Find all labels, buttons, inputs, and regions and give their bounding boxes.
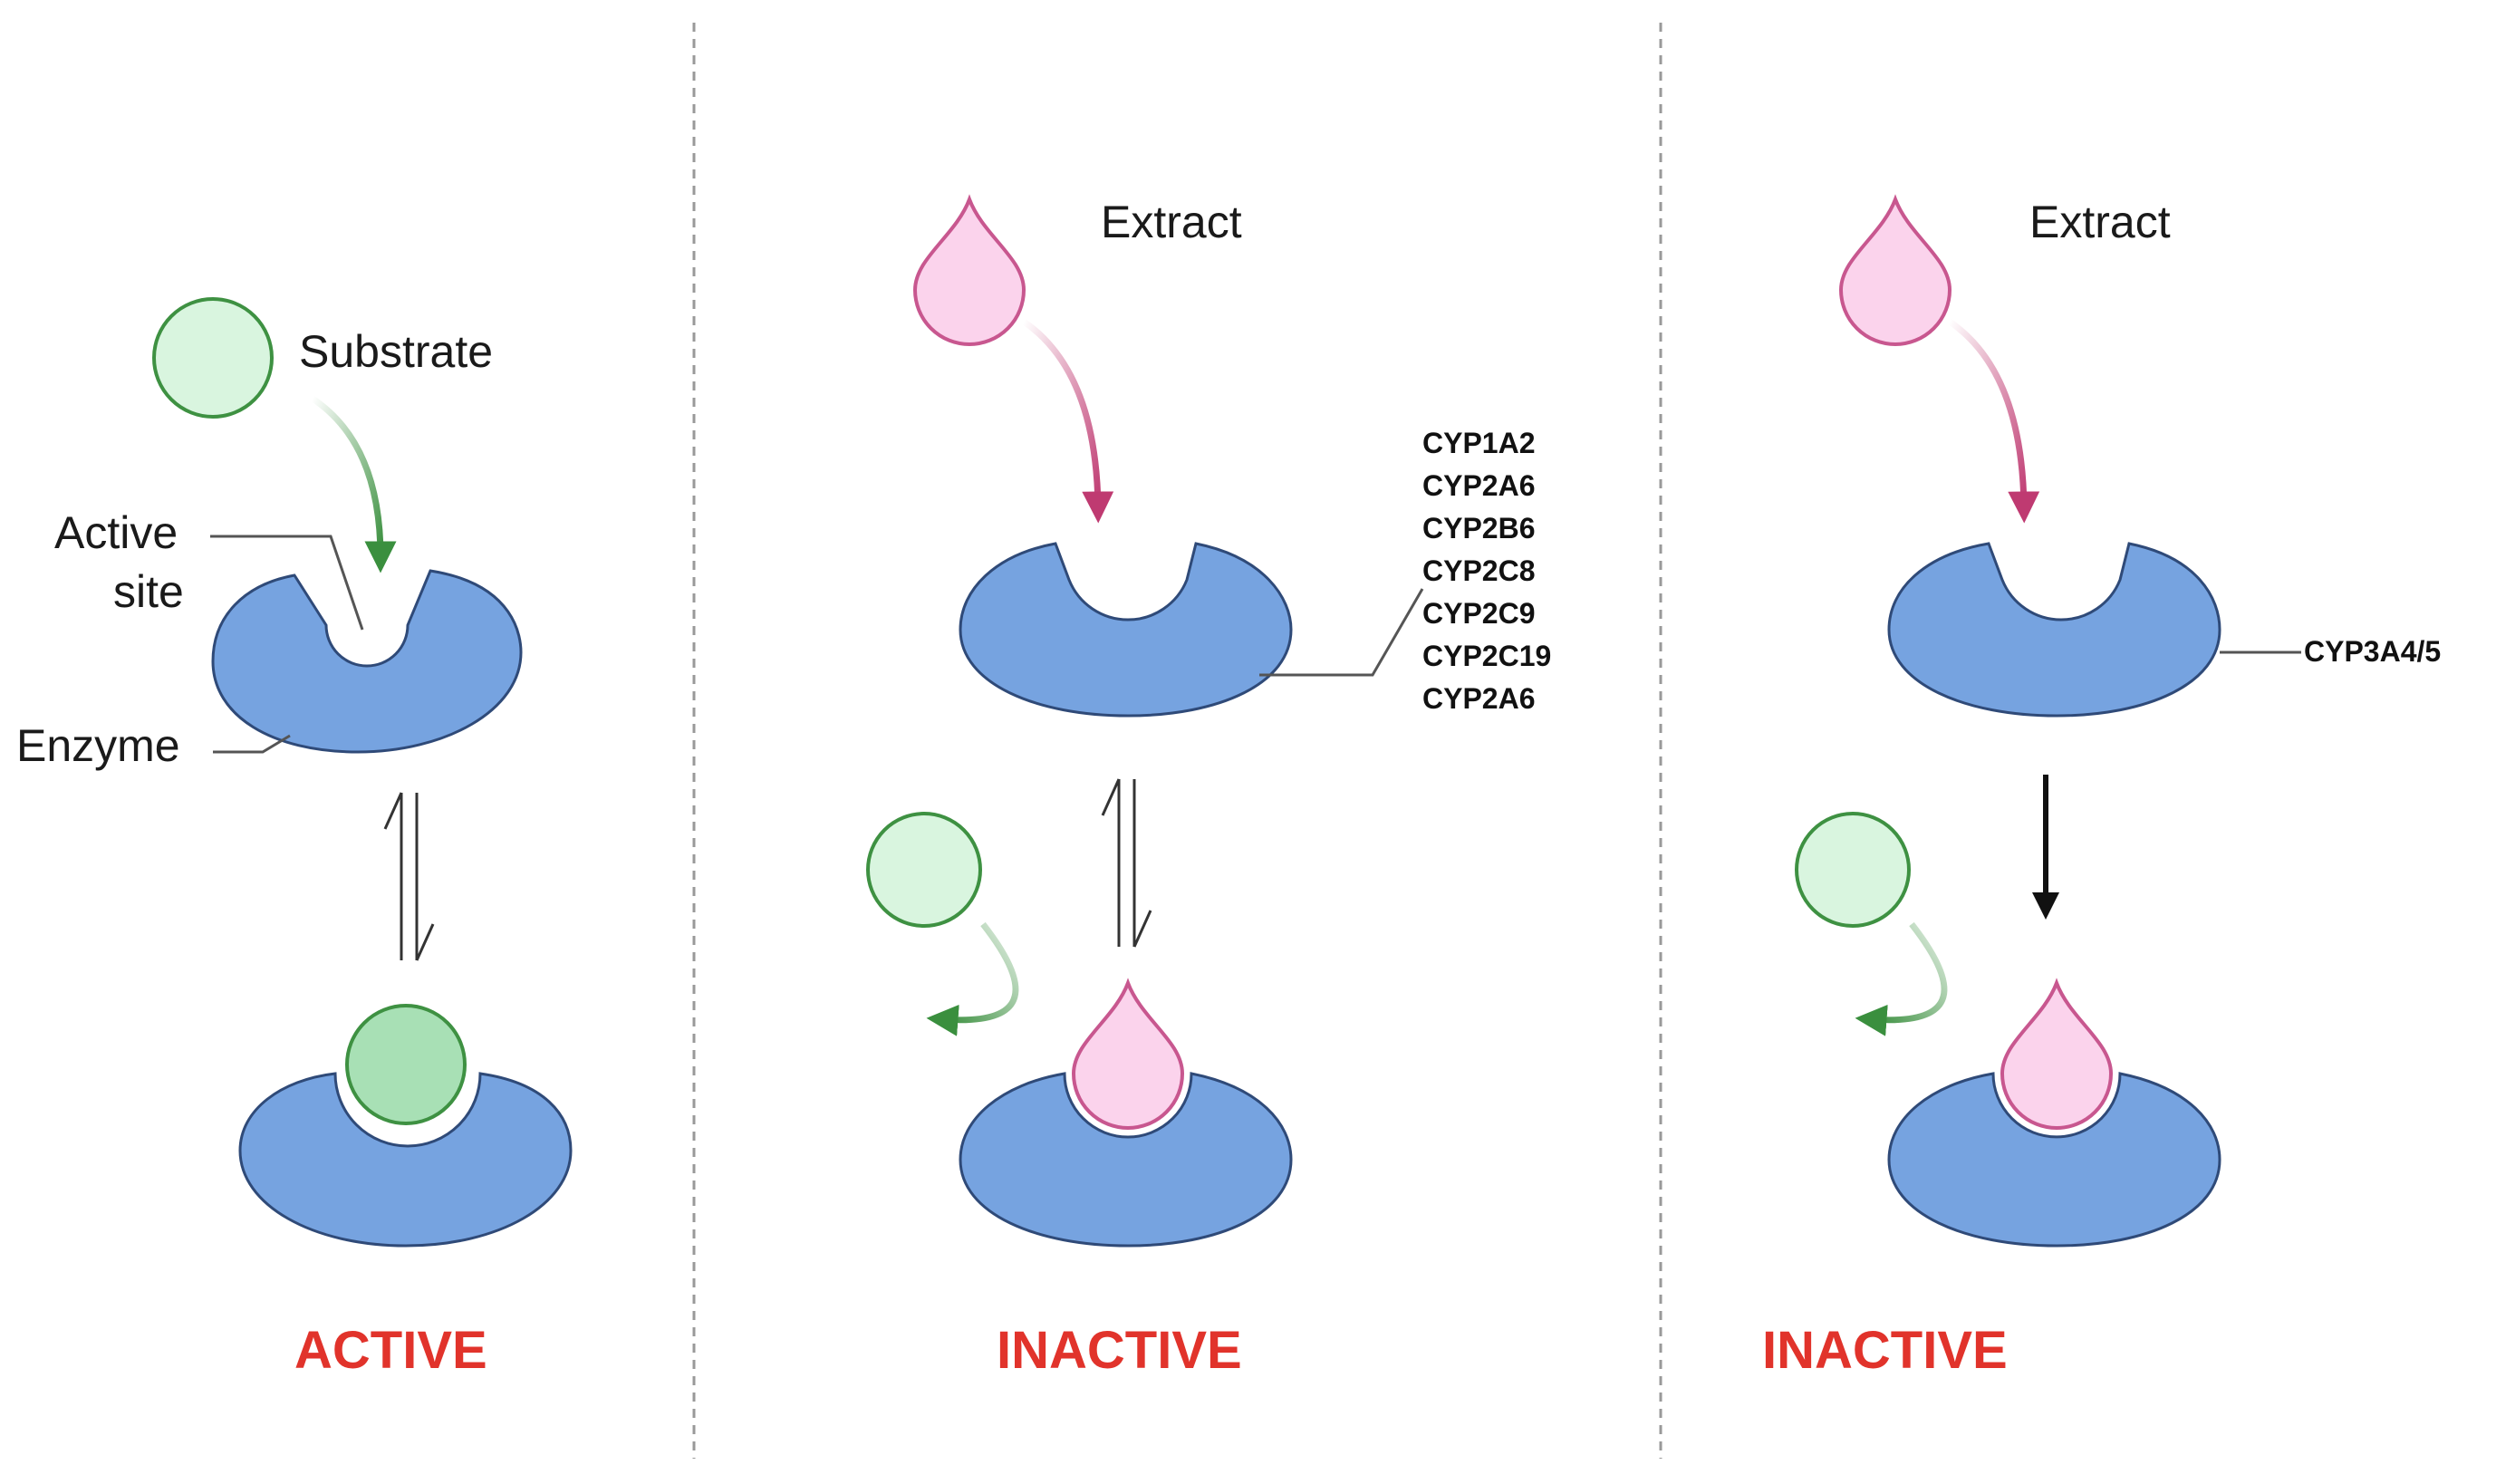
cyp-item: CYP2C9 xyxy=(1422,597,1536,630)
release-arrow-middle xyxy=(926,921,1019,1036)
cyp-item: CYP2C19 xyxy=(1422,640,1551,672)
release-arrow-right xyxy=(1855,921,1948,1036)
extract-label-middle: Extract xyxy=(1101,197,1242,247)
enzyme-free-right xyxy=(1887,542,2221,718)
state-label-active: ACTIVE xyxy=(294,1321,487,1380)
extract-arrow-right xyxy=(1948,319,2040,524)
extract-arrow-middle xyxy=(1022,319,1114,524)
extract-drop-bound-right xyxy=(2000,978,2114,1130)
panel-inactive-irreversible: Extract CYP3A4/5 INACTIVE xyxy=(1762,194,2441,1380)
active-site-label-line1: Active xyxy=(54,507,178,558)
cyp-label-right: CYP3A4/5 xyxy=(2304,635,2441,668)
enzyme-free-middle xyxy=(959,542,1293,718)
state-label-inactive-right: INACTIVE xyxy=(1762,1321,2008,1380)
equilibrium-arrows xyxy=(383,792,435,961)
panel-active: Substrate Active site Enzyme ACTIVE xyxy=(16,297,573,1380)
enzyme-bound-middle xyxy=(959,1072,1293,1248)
cyp-leader-middle xyxy=(1259,588,1424,677)
cyp-item: CYP2A6 xyxy=(1422,682,1536,715)
enzyme-label: Enzyme xyxy=(16,720,180,771)
extract-label-right: Extract xyxy=(2029,197,2171,247)
enzyme-bound-right xyxy=(1887,1072,2221,1248)
enzyme-bound xyxy=(238,1072,573,1248)
extract-drop-free xyxy=(912,194,1026,346)
equilibrium-arrows-middle xyxy=(1101,778,1152,948)
substrate-bound xyxy=(345,1004,467,1125)
substrate-free xyxy=(152,297,274,419)
extract-drop-free-right xyxy=(1838,194,1952,346)
cyp-item: CYP1A2 xyxy=(1422,427,1536,459)
active-site-leader xyxy=(210,535,364,631)
substrate-released-right xyxy=(1795,812,1911,928)
cyp-list-middle: CYP1A2 CYP2A6 CYP2B6 CYP2C8 CYP2C9 CYP2C… xyxy=(1422,427,1551,715)
enzyme-leader xyxy=(213,734,291,754)
cyp-item: CYP2C8 xyxy=(1422,554,1536,587)
panel-inactive-reversible: Extract CYP1A2 CYP2A6 CYP2B6 CYP2C8 CYP2… xyxy=(866,194,1551,1380)
state-label-inactive-middle: INACTIVE xyxy=(997,1321,1242,1380)
active-site-label-line2: site xyxy=(113,566,184,617)
cyp-item: CYP2A6 xyxy=(1422,469,1536,502)
substrate-arrow xyxy=(311,396,397,573)
cyp-item: CYP2B6 xyxy=(1422,512,1536,544)
extract-drop-bound-middle xyxy=(1071,978,1185,1130)
substrate-label: Substrate xyxy=(299,326,493,377)
substrate-released-middle xyxy=(866,812,982,928)
enzyme-free xyxy=(211,569,523,754)
